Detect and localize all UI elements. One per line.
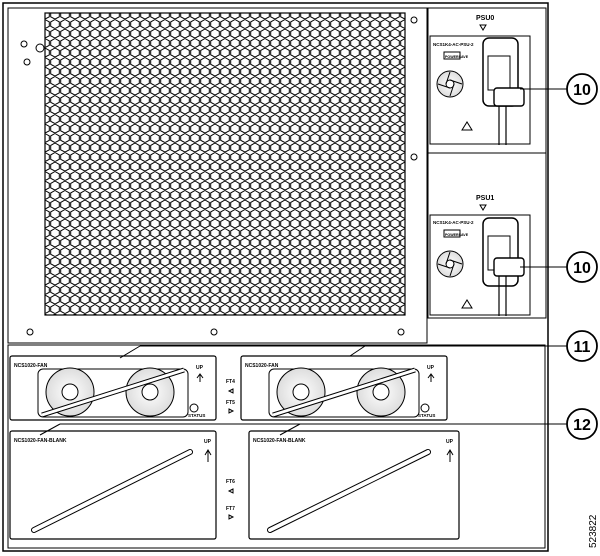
fan-blank-1[interactable]: NCS1020-FAN-BLANK UP [9,430,217,540]
psu-badge-0: POWERSAVE [445,55,469,59]
ground-symbol-icon [35,43,45,53]
power-cord-plug-1 [493,257,525,277]
blank-model-2: NCS1020-FAN-BLANK [253,438,306,444]
fan-blank-2[interactable]: NCS1020-FAN-BLANK UP [248,430,460,540]
fan-status-label-2: STATUS [418,413,435,418]
psu-model-0: NCS1K4-AC-PSU-2 [433,42,474,47]
figure-id: 523822 [588,514,599,548]
callout-number: 11 [574,339,591,356]
fan-module-2[interactable]: NCS1020-FAN UP STATUS [240,355,448,421]
psu-label-1: PSU1 [476,195,494,202]
blank-up-label-2: UP [446,439,454,445]
callout-number: 10 [573,260,591,277]
ground-screw-2 [23,58,31,66]
psu-label-0: PSU0 [476,15,494,22]
callout-10-b: 10 [520,251,598,283]
fan-module-1[interactable]: NCS1020-FAN UP STATUS [9,355,217,421]
ft-label-5: FT5 [226,400,235,406]
ground-screw-1 [20,40,28,48]
callout-11: 11 [119,330,598,362]
power-cord-plug-0 [493,87,525,107]
callout-12: 12 [39,408,598,440]
vent-grille [44,12,406,316]
blank-model-1: NCS1020-FAN-BLANK [14,438,67,444]
ft-label-4: FT4 [226,379,235,385]
blank-up-label-1: UP [204,439,212,445]
fan-status-label-1: STATUS [188,413,205,418]
vent-panel [7,7,428,344]
psu-bay-0: PSU0 NCS1K4-AC-PSU-2 POWERSAVE [427,7,547,154]
fan-model-2: NCS1020-FAN [245,363,279,369]
callout-number: 12 [573,417,591,434]
callout-10-a: 10 [520,73,598,105]
ft-label-6: FT6 [226,479,235,485]
fan-model-1: NCS1020-FAN [14,363,48,369]
psu-badge-1: POWERSAVE [445,233,469,237]
callout-number: 10 [573,82,591,99]
ft-label-7: FT7 [226,506,235,512]
fan-up-label-1: UP [196,365,204,371]
fan-up-label-2: UP [427,365,435,371]
psu-bay-1: PSU1 NCS1K4-AC-PSU-2 POWERSAVE [427,152,547,319]
psu-model-1: NCS1K4-AC-PSU-2 [433,220,474,225]
